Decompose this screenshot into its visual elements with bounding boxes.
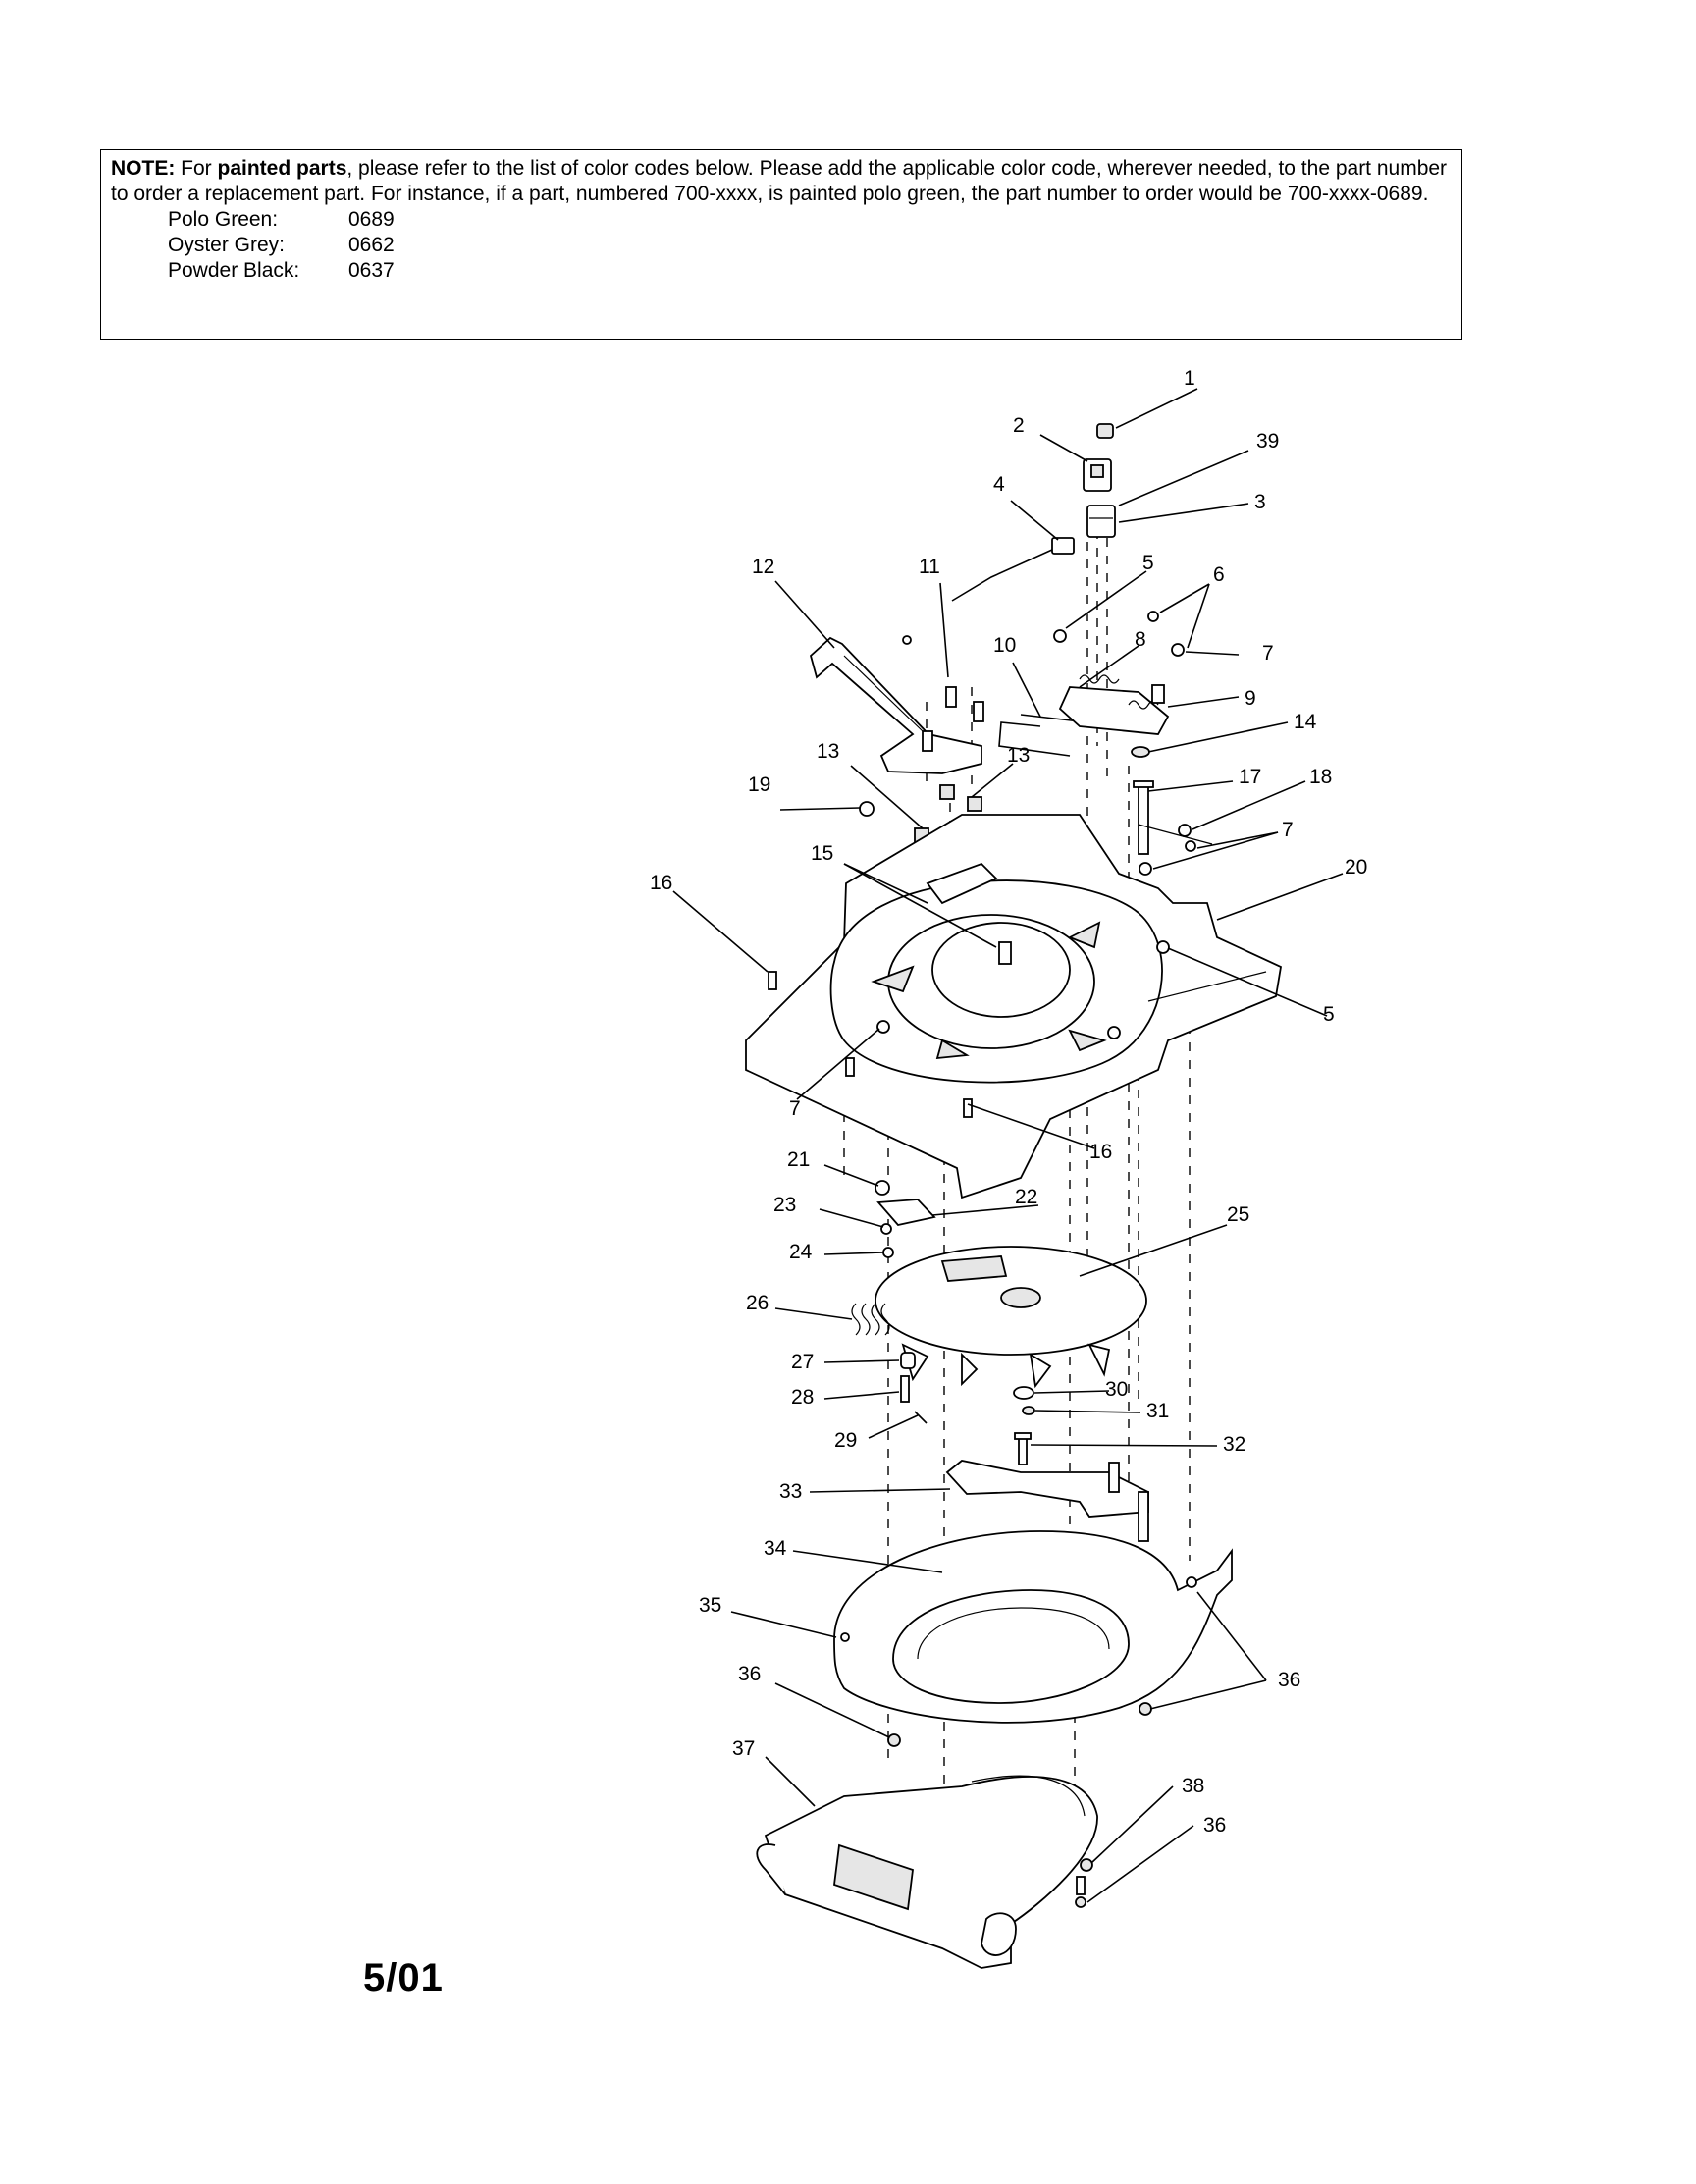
callout-20: 20 bbox=[1345, 856, 1367, 879]
color-code-row: Polo Green: 0689 bbox=[168, 207, 1452, 233]
part-11-screws bbox=[922, 686, 984, 752]
callout-26: 26 bbox=[746, 1292, 768, 1314]
callout-5: 5 bbox=[1142, 552, 1154, 574]
callout-35: 35 bbox=[699, 1594, 721, 1617]
callout-13b: 13 bbox=[1007, 744, 1030, 767]
part-39-switch-box bbox=[1086, 505, 1116, 538]
housing-bolts bbox=[768, 940, 1170, 1118]
callout-39: 39 bbox=[1256, 430, 1279, 453]
note-label: NOTE: bbox=[111, 157, 176, 180]
callout-19: 19 bbox=[748, 773, 770, 796]
callout-13a: 13 bbox=[817, 740, 839, 763]
part-2-switch bbox=[1083, 458, 1112, 492]
part-21-24-hardware bbox=[874, 1180, 936, 1258]
note-text: , please refer to the list of color code… bbox=[111, 157, 1448, 205]
callout-22: 22 bbox=[1015, 1186, 1037, 1208]
callout-6: 6 bbox=[1213, 563, 1225, 586]
part-4-wire-harness bbox=[902, 537, 1075, 645]
callout-17: 17 bbox=[1239, 766, 1261, 788]
part-35-lower-housing bbox=[833, 1530, 1233, 1724]
part-26-spring bbox=[851, 1303, 890, 1336]
color-code-row: Oyster Grey: 0662 bbox=[168, 233, 1452, 258]
part-8-9-hinge bbox=[1058, 674, 1170, 735]
callout-31: 31 bbox=[1146, 1400, 1169, 1422]
callout-28: 28 bbox=[791, 1386, 814, 1409]
callout-9: 9 bbox=[1245, 687, 1256, 710]
callout-7c: 7 bbox=[789, 1097, 801, 1120]
color-code: 0637 bbox=[348, 259, 395, 282]
color-name: Oyster Grey: bbox=[168, 234, 286, 256]
callout-8: 8 bbox=[1135, 628, 1146, 651]
part-19-bolt bbox=[859, 801, 874, 817]
callout-16b: 16 bbox=[1089, 1141, 1112, 1163]
callout-4: 4 bbox=[993, 473, 1005, 496]
callout-1: 1 bbox=[1184, 367, 1195, 390]
callout-33: 33 bbox=[779, 1480, 802, 1503]
part-10-bracket bbox=[998, 714, 1081, 757]
callout-5b: 5 bbox=[1323, 1003, 1335, 1026]
part-12-handle bbox=[809, 636, 982, 774]
callout-15: 15 bbox=[811, 842, 833, 865]
color-name: Polo Green: bbox=[168, 208, 279, 231]
callout-27: 27 bbox=[791, 1351, 814, 1373]
callout-labels: 1 2 39 3 4 5 6 7 8 9 10 11 12 13 13 14 1… bbox=[650, 367, 1367, 1837]
part-37-chute bbox=[756, 1775, 1098, 1969]
callout-11: 11 bbox=[919, 556, 940, 578]
callout-30: 30 bbox=[1105, 1378, 1128, 1401]
painted-parts-note: NOTE: For painted parts, please refer to… bbox=[100, 149, 1462, 340]
callout-32: 32 bbox=[1223, 1433, 1246, 1456]
hinge-hardware bbox=[1053, 611, 1185, 758]
callout-21: 21 bbox=[787, 1148, 810, 1171]
color-code: 0662 bbox=[348, 234, 395, 256]
note-intro: For bbox=[181, 157, 212, 180]
part-30-32-hardware bbox=[1013, 1386, 1035, 1465]
callout-7: 7 bbox=[1262, 642, 1274, 665]
part-17-long-bolt bbox=[1133, 780, 1196, 876]
part-20-housing bbox=[745, 814, 1283, 1199]
part-27-bushing bbox=[900, 1352, 916, 1369]
callout-24: 24 bbox=[789, 1241, 813, 1263]
callout-23: 23 bbox=[773, 1194, 796, 1216]
callout-10: 10 bbox=[993, 634, 1016, 657]
part-29-cotter bbox=[914, 1411, 928, 1424]
callout-36b: 36 bbox=[1278, 1669, 1300, 1691]
callout-25: 25 bbox=[1227, 1203, 1249, 1226]
callout-38: 38 bbox=[1182, 1775, 1204, 1797]
callout-7b: 7 bbox=[1282, 819, 1294, 841]
color-code: 0689 bbox=[348, 208, 395, 231]
leader-lines bbox=[672, 388, 1344, 1903]
color-name: Powder Black: bbox=[168, 259, 300, 282]
callout-34: 34 bbox=[764, 1537, 787, 1560]
color-code-list: Polo Green: 0689 Oyster Grey: 0662 Powder … bbox=[168, 207, 1452, 284]
callout-14: 14 bbox=[1294, 711, 1317, 733]
part-28-pin bbox=[900, 1375, 910, 1403]
part-33-bracket bbox=[945, 1460, 1149, 1542]
callout-18: 18 bbox=[1309, 766, 1332, 788]
callout-16a: 16 bbox=[650, 872, 672, 894]
date-code: 5/01 bbox=[363, 1956, 444, 1999]
callout-2: 2 bbox=[1013, 414, 1025, 437]
callout-3: 3 bbox=[1254, 491, 1266, 513]
callout-37: 37 bbox=[732, 1737, 755, 1760]
callout-36c: 36 bbox=[1203, 1814, 1226, 1837]
callout-12: 12 bbox=[752, 556, 774, 578]
part-1-nut bbox=[1096, 423, 1114, 439]
note-bold-term: painted parts bbox=[217, 157, 347, 180]
callout-29: 29 bbox=[834, 1429, 857, 1452]
color-code-row: Powder Black: 0637 bbox=[168, 258, 1452, 284]
callout-36a: 36 bbox=[738, 1663, 761, 1685]
